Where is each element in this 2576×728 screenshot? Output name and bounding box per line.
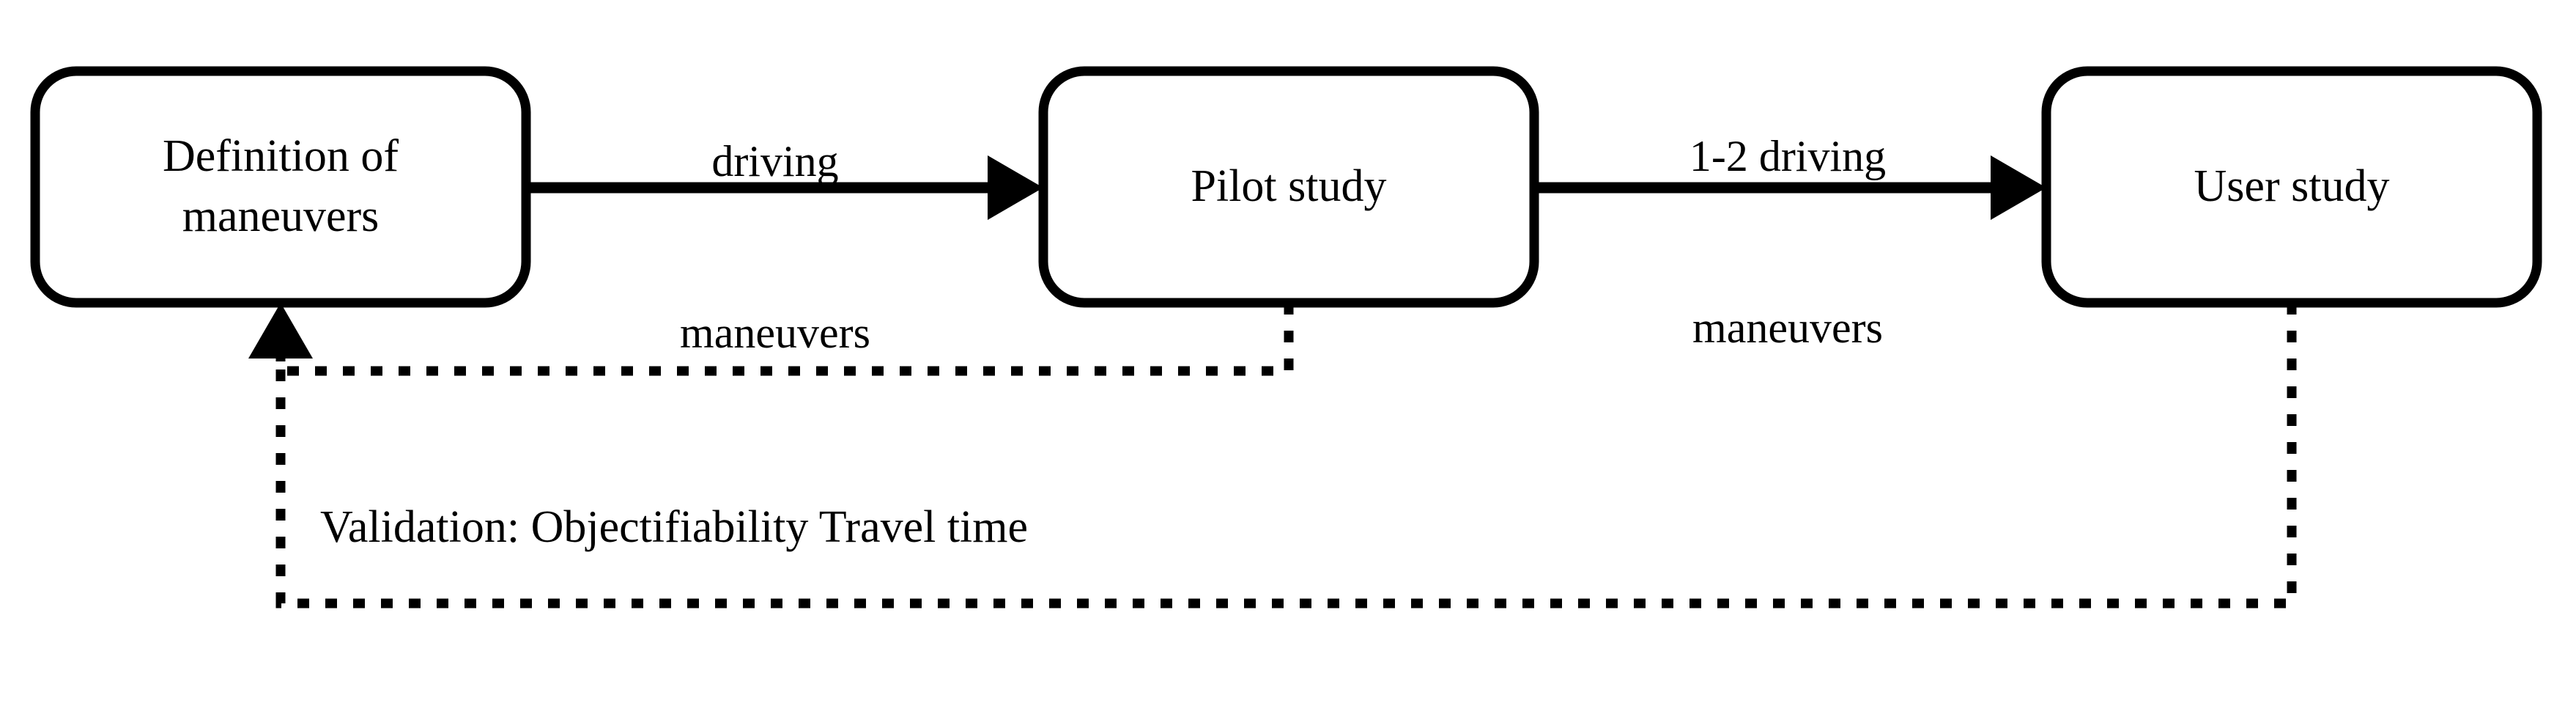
edge-pilot-to-user-arrowhead: [1991, 155, 2046, 220]
node-pilot-study[interactable]: [1038, 66, 1539, 308]
feedback-arrowhead-into-definition: [248, 303, 313, 359]
node-definition-of-maneuvers[interactable]: [30, 66, 531, 308]
edge-label-line-2: maneuvers: [1692, 304, 1883, 352]
edge-label-user-validation-feedback: Validation: Objectifiability comfort: [320, 639, 963, 728]
feedback-label-text: Validation: Objectifiability Travel time: [320, 501, 1029, 552]
edge-label-line-1: 1-2 driving: [1689, 132, 1887, 180]
edge-label-line-2: maneuvers: [680, 309, 870, 357]
edge-user-validation-feedback-path: [275, 303, 2297, 608]
edge-definition-to-pilot-arrowhead: [988, 155, 1043, 220]
node-user-study[interactable]: [2041, 66, 2542, 308]
edge-label-pilot-validation-feedback: Validation: Objectifiability Travel time: [320, 391, 1028, 663]
edge-label-pilot-to-user: 1-2 driving maneuvers: [1568, 13, 2007, 471]
edge-label-definition-to-pilot: driving maneuvers: [555, 18, 995, 476]
edge-label-line-1: driving: [711, 137, 839, 185]
